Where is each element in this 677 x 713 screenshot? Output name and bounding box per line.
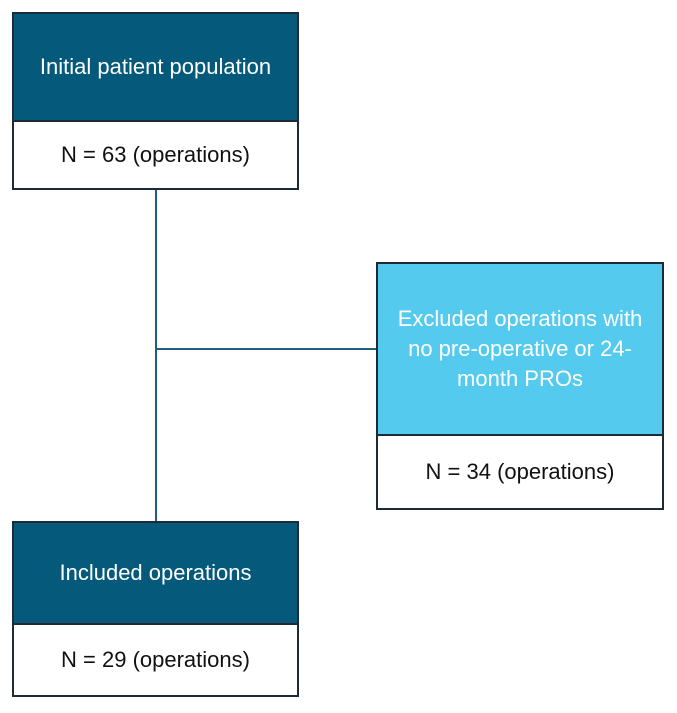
excluded-operations-title: Excluded operations with no pre-operativ… <box>378 264 662 436</box>
main-flow-connector <box>155 190 157 521</box>
initial-population-count: N = 63 (operations) <box>14 122 297 188</box>
included-operations-count: N = 29 (operations) <box>14 625 297 695</box>
exclusion-branch-connector <box>156 348 376 350</box>
included-operations-box: Included operations N = 29 (operations) <box>12 521 299 697</box>
excluded-operations-count: N = 34 (operations) <box>378 436 662 508</box>
excluded-operations-box: Excluded operations with no pre-operativ… <box>376 262 664 510</box>
included-operations-title: Included operations <box>14 523 297 625</box>
initial-population-title: Initial patient population <box>14 14 297 122</box>
initial-population-box: Initial patient population N = 63 (opera… <box>12 12 299 190</box>
